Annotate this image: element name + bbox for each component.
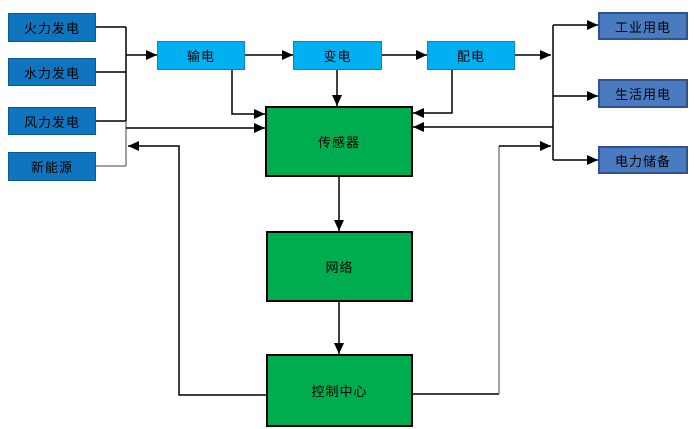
node-transmission: 输电	[157, 41, 245, 70]
node-label: 网络	[325, 261, 354, 276]
node-control-center: 控制中心	[266, 354, 413, 427]
edge-sources-bus	[96, 26, 127, 122]
node-transformation: 变电	[293, 41, 382, 70]
node-label: 工业用电	[614, 20, 671, 36]
node-power-reserve: 电力储备	[598, 146, 688, 174]
node-thermal-power: 火力发电	[8, 13, 96, 42]
edge-control-leftbus	[128, 141, 266, 396]
node-label: 水力发电	[23, 66, 80, 82]
edge-transmission-sensor	[231, 70, 265, 119]
node-network: 网络	[266, 231, 413, 302]
node-label: 输电	[186, 50, 215, 65]
node-label: 变电	[323, 50, 352, 65]
node-new-energy: 新能源	[8, 152, 96, 181]
edge-newenergy-bus	[96, 121, 127, 167]
node-label: 电力储备	[614, 154, 671, 170]
node-industrial-use: 工业用电	[598, 12, 688, 40]
node-label: 风力发电	[23, 115, 80, 131]
node-wind-power: 风力发电	[8, 107, 96, 135]
node-label: 新能源	[30, 161, 73, 176]
node-label: 火力发电	[23, 22, 80, 37]
node-label: 配电	[456, 50, 485, 65]
node-label: 传感器	[317, 136, 360, 151]
edge-distribution-sensor	[413, 70, 453, 118]
node-sensor: 传感器	[265, 106, 413, 177]
node-label: 控制中心	[311, 385, 368, 400]
node-label: 生活用电	[614, 88, 671, 103]
node-hydro-power: 水力发电	[8, 58, 96, 86]
node-residential-use: 生活用电	[598, 79, 688, 108]
node-distribution: 配电	[427, 41, 515, 70]
